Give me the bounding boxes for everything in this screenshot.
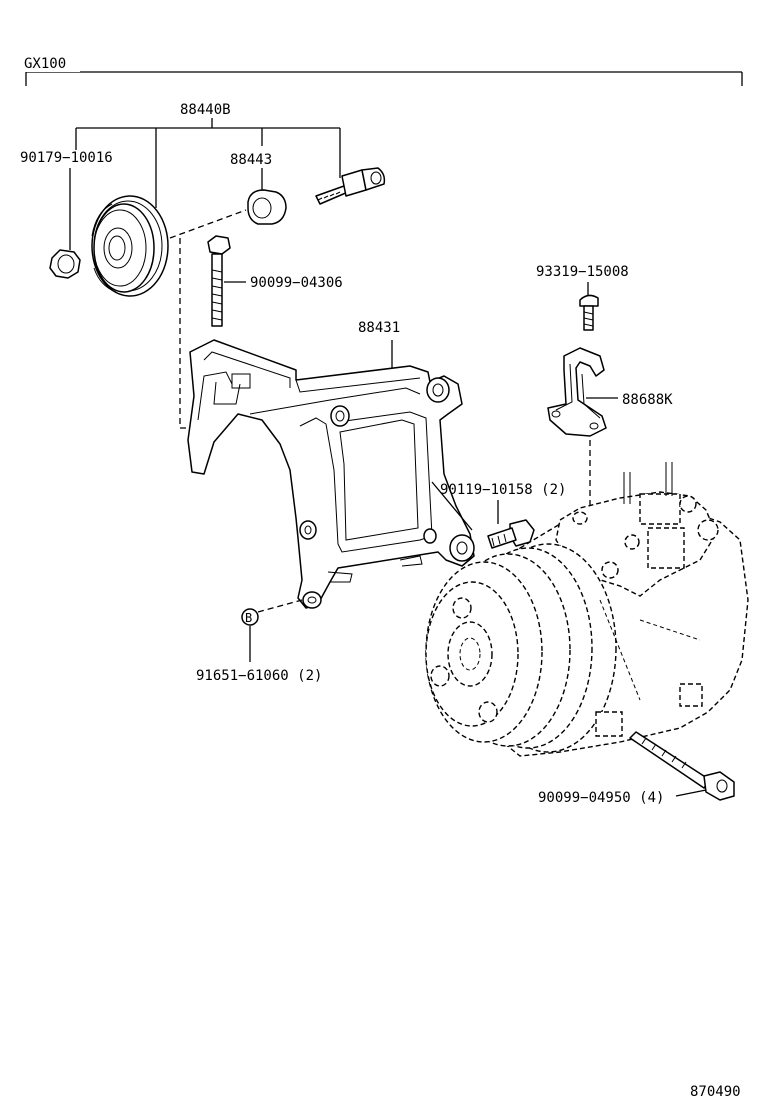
header-label-bg: [22, 54, 80, 72]
part-label-90119-10158[interactable]: 90119−10158 (2): [440, 482, 566, 498]
bracket-88431-icon: [187, 339, 475, 609]
leader-88440b: [75, 118, 341, 208]
dashed-callout-b: [257, 599, 303, 613]
part-label-88440b[interactable]: 88440B: [180, 102, 231, 118]
diagram-id: 870490: [690, 1084, 741, 1100]
bolt-90099-04306-icon: [207, 235, 231, 327]
svg-text:B: B: [245, 611, 252, 625]
spacer-88443-icon: [247, 168, 287, 225]
part-label-93319-15008[interactable]: 93319−15008: [536, 264, 629, 280]
part-label-88688k[interactable]: 88688K: [622, 392, 673, 408]
nut-90179-10016-icon: [49, 249, 81, 279]
part-label-90099-04950[interactable]: 90099−04950 (4): [538, 790, 664, 806]
part-label-88443[interactable]: 88443: [230, 152, 272, 168]
part-label-90099-04306[interactable]: 90099−04306: [250, 275, 343, 291]
callout-b-marker: B: [241, 608, 259, 626]
idler-bolt-icon: [315, 167, 386, 205]
part-label-88431[interactable]: 88431: [358, 320, 400, 336]
screw-93319-15008-icon: [579, 294, 599, 331]
dashed-align-1: [169, 209, 247, 239]
compressor-icon: [425, 462, 749, 757]
bracket-88688k-icon: [547, 347, 607, 437]
leader-88431-side: [431, 481, 473, 531]
part-label-91651-61060[interactable]: 91651−61060 (2): [196, 668, 322, 684]
model-label: GX100: [24, 56, 66, 72]
leader-90099-04950: [675, 789, 707, 797]
bolt-90099-04950-icon: [629, 731, 735, 801]
pulley-icon: [91, 195, 169, 297]
part-label-90179-10016[interactable]: 90179−10016: [20, 150, 113, 166]
header-bracket: [25, 71, 743, 86]
